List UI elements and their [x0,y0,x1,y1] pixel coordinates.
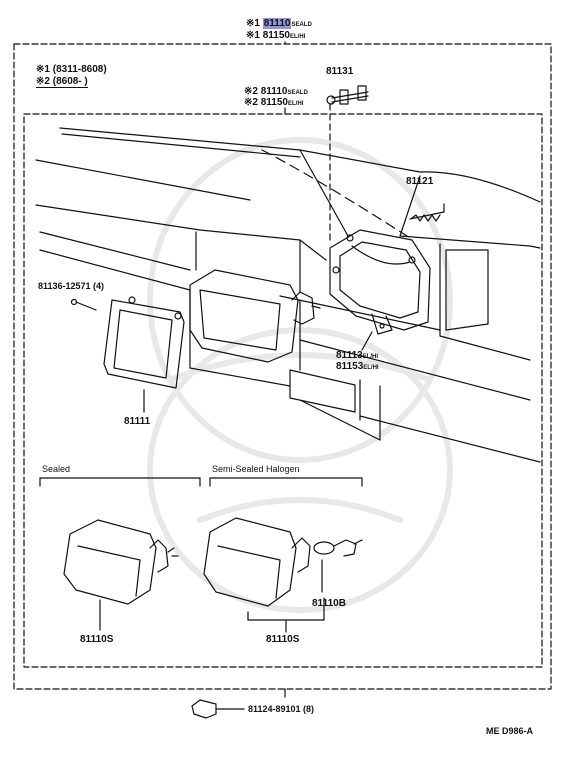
connector-81124-drawing [191,688,286,719]
inner-label-81110: ※2 81110SEALD [244,86,308,97]
section-brackets [39,477,363,487]
installed-headlamp-drawing [189,269,321,363]
section-semi-sealed: Semi-Sealed Halogen [212,464,300,474]
part-label-81153: 81153EL/HI [336,361,379,372]
inner-frame [23,113,543,668]
part-label-81136: 81136-12571 (4) [38,281,105,291]
part-label-81124: 81124-89101 (8) [248,704,315,714]
section-sealed: Sealed [42,464,71,474]
outer-frame [13,43,552,690]
part-label-81131: 81131 [326,66,354,77]
screw-81131-drawing [326,85,369,241]
semi-sealed-drawing [203,517,363,633]
headlamp-bezel-drawing [70,296,185,389]
mounting-bracket-drawing [329,229,431,335]
top-label-81110: ※1 81110SEALD [246,18,312,29]
leader-lines [143,331,373,413]
inner-label-81150: ※2 81150EL/HI [244,97,304,108]
diagram-code: ME D986-A [486,726,534,736]
spring-81121-drawing [409,203,445,222]
part-label-81110B: 81110B [312,598,346,609]
part-label-81113: 81113EL/HI [336,350,379,361]
legend-row-1: ※1 (8311-8608) [36,64,107,75]
part-label-81110S-semi: 81110S [266,634,300,645]
part-label-81121: 81121 [406,176,434,187]
part-label-81111: 81111 [124,416,151,427]
sealed-beam-drawing [63,519,179,631]
part-label-81110S-sealed: 81110S [80,634,114,645]
vehicle-body [35,127,541,463]
top-label-81150: ※1 81150EL/HI [246,30,306,41]
legend-row-2: ※2 (8608- ) [36,76,88,88]
